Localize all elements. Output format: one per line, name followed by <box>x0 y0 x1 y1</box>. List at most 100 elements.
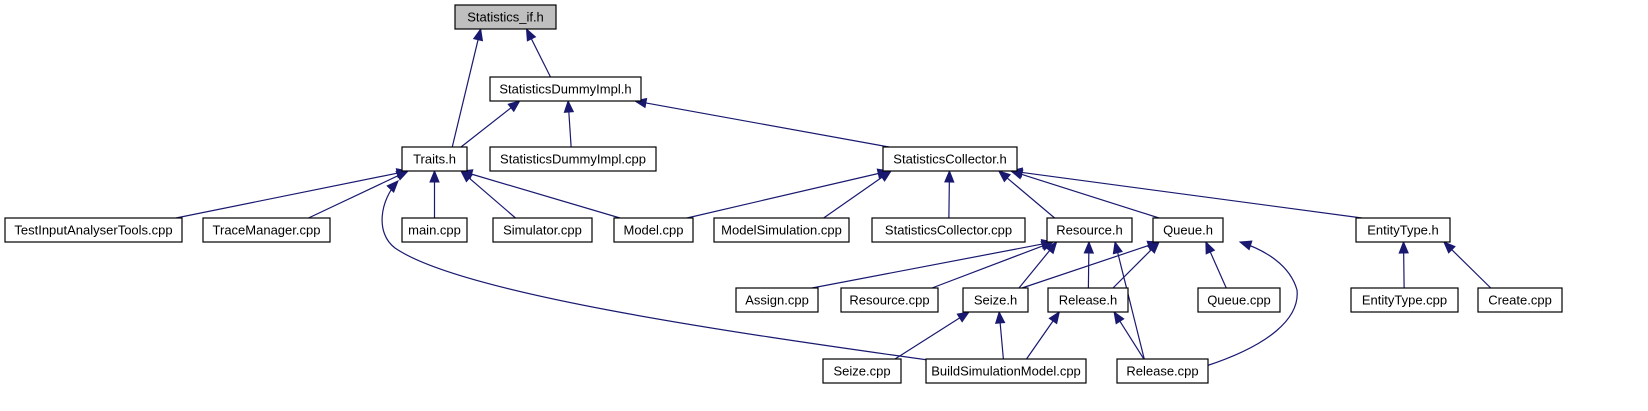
edge-line <box>1112 249 1152 289</box>
node-statisticscollector-cpp[interactable]: StatisticsCollector.cpp <box>871 217 1026 243</box>
node-label: Resource.cpp <box>849 293 929 308</box>
arrowhead-icon <box>1045 240 1058 255</box>
node-box <box>454 4 557 30</box>
edge-create-cpp-to-entitytype-h <box>1443 241 1492 289</box>
node-label: Model.cpp <box>624 223 684 238</box>
node-label: EntityType.cpp <box>1362 293 1447 308</box>
edge-line <box>568 111 572 148</box>
arrowhead-icon <box>563 99 575 113</box>
node-entitytype-cpp[interactable]: EntityType.cpp <box>1350 287 1459 313</box>
arrowhead-icon <box>1083 240 1095 254</box>
edge-line <box>468 177 516 219</box>
node-statisticsdummyimpl-cpp[interactable]: StatisticsDummyImpl.cpp <box>489 146 657 172</box>
arrowhead-icon <box>1238 240 1253 251</box>
edge-line <box>1006 177 1056 219</box>
arrowhead-icon <box>1398 240 1409 254</box>
arrowhead-icon <box>997 170 1011 183</box>
arrowhead-icon <box>525 27 537 42</box>
edge-statisticscollector-h-to-statisticsdummyimpl-h <box>633 97 890 148</box>
node-entitytype-h[interactable]: EntityType.h <box>1355 217 1451 243</box>
node-statisticscollector-h[interactable]: StatisticsCollector.h <box>882 146 1018 172</box>
arrowhead-icon <box>1048 310 1061 325</box>
node-box <box>713 217 850 243</box>
edge-line <box>381 180 936 362</box>
edge-line <box>1021 244 1149 289</box>
node-label: Seize.cpp <box>833 364 890 379</box>
node-box <box>1047 287 1129 313</box>
edge-release-cpp-to-release-h <box>1113 310 1145 360</box>
node-box <box>1350 287 1459 313</box>
node-queue-cpp[interactable]: Queue.cpp <box>1197 287 1281 313</box>
edge-entitytype-cpp-to-entitytype-h <box>1398 240 1409 289</box>
edge-main-cpp-to-traits-h <box>429 169 440 218</box>
node-box <box>1046 217 1133 243</box>
node-box <box>492 217 593 243</box>
arrowhead-icon <box>386 180 399 193</box>
edge-line <box>686 172 879 219</box>
edge-line <box>530 38 552 78</box>
edge-model-cpp-to-traits-h <box>459 169 621 219</box>
node-statisticsdummyimpl-h[interactable]: StatisticsDummyImpl.h <box>489 76 642 102</box>
arrowhead-icon <box>1113 310 1125 325</box>
node-modelsimulation-cpp[interactable]: ModelSimulation.cpp <box>713 217 850 243</box>
edge-traits-h-to-statisticsdummyimpl-h <box>460 100 521 148</box>
node-release-h[interactable]: Release.h <box>1047 287 1129 313</box>
edge-line <box>460 107 512 148</box>
node-resource-h[interactable]: Resource.h <box>1046 217 1133 243</box>
node-box <box>1355 217 1451 243</box>
node-box <box>202 217 331 243</box>
node-traits-h[interactable]: Traits.h <box>401 146 468 172</box>
edge-queue-cpp-to-queue-h <box>1205 240 1227 289</box>
edge-queue-h-to-statisticscollector-h <box>1009 169 1160 219</box>
edge-line <box>451 39 479 148</box>
node-testinputanalysertools-cpp[interactable]: TestInputAnalyserTools.cpp <box>4 217 183 243</box>
node-release-cpp[interactable]: Release.cpp <box>1116 358 1209 384</box>
node-box <box>1152 217 1224 243</box>
node-label: Release.h <box>1059 293 1118 308</box>
node-assign-cpp[interactable]: Assign.cpp <box>735 287 819 313</box>
node-label: Release.cpp <box>1126 364 1198 379</box>
node-resource-cpp[interactable]: Resource.cpp <box>840 287 939 313</box>
edge-entitytype-h-to-statisticscollector-h <box>1009 167 1363 219</box>
node-label: StatisticsDummyImpl.cpp <box>500 152 646 167</box>
node-box <box>822 358 902 384</box>
edge-line <box>894 317 961 360</box>
edge-testinputanalysertools-cpp-to-traits-h <box>175 168 410 219</box>
node-layer: Statistics_if.hStatisticsDummyImpl.hTrai… <box>4 4 1563 384</box>
node-label: StatisticsDummyImpl.h <box>499 82 631 97</box>
arrowhead-icon <box>429 169 440 183</box>
node-label: main.cpp <box>408 223 461 238</box>
edge-buildsimulationmodel-cpp-to-traits-h <box>381 180 936 362</box>
edge-resource-h-to-statisticscollector-h <box>997 170 1056 219</box>
node-simulator-cpp[interactable]: Simulator.cpp <box>492 217 593 243</box>
edge-layer <box>175 27 1492 367</box>
edge-line <box>1021 171 1363 219</box>
edge-line <box>823 176 883 219</box>
edge-release-h-to-queue-h <box>1112 241 1160 289</box>
node-model-cpp[interactable]: Model.cpp <box>613 217 694 243</box>
node-tracemanager-cpp[interactable]: TraceManager.cpp <box>202 217 331 243</box>
node-box <box>489 76 642 102</box>
node-create-cpp[interactable]: Create.cpp <box>1477 287 1563 313</box>
node-seize-h[interactable]: Seize.h <box>962 287 1029 313</box>
edge-statisticsdummyimpl-h-to-statistics-if-h <box>525 27 552 78</box>
node-label: EntityType.h <box>1367 223 1439 238</box>
node-label: Assign.cpp <box>745 293 809 308</box>
node-buildsimulationmodel-cpp[interactable]: BuildSimulationModel.cpp <box>925 358 1087 384</box>
node-label: Resource.h <box>1056 223 1122 238</box>
edge-line <box>1018 250 1051 289</box>
node-seize-cpp[interactable]: Seize.cpp <box>822 358 902 384</box>
edge-line <box>1117 252 1145 360</box>
node-queue-h[interactable]: Queue.h <box>1152 217 1224 243</box>
edge-statisticscollector-cpp-to-statisticscollector-h <box>944 169 955 219</box>
edge-line <box>999 322 1004 360</box>
edge-traits-h-to-statistics-if-h <box>451 27 484 148</box>
edge-line <box>1209 251 1227 289</box>
edge-line <box>1026 320 1054 360</box>
node-main-cpp[interactable]: main.cpp <box>401 217 468 243</box>
node-box <box>925 358 1087 384</box>
edge-line <box>1021 173 1160 219</box>
arrowhead-icon <box>1443 241 1456 254</box>
arrowhead-icon <box>878 170 893 182</box>
edge-seize-h-to-resource-h <box>1018 240 1058 289</box>
